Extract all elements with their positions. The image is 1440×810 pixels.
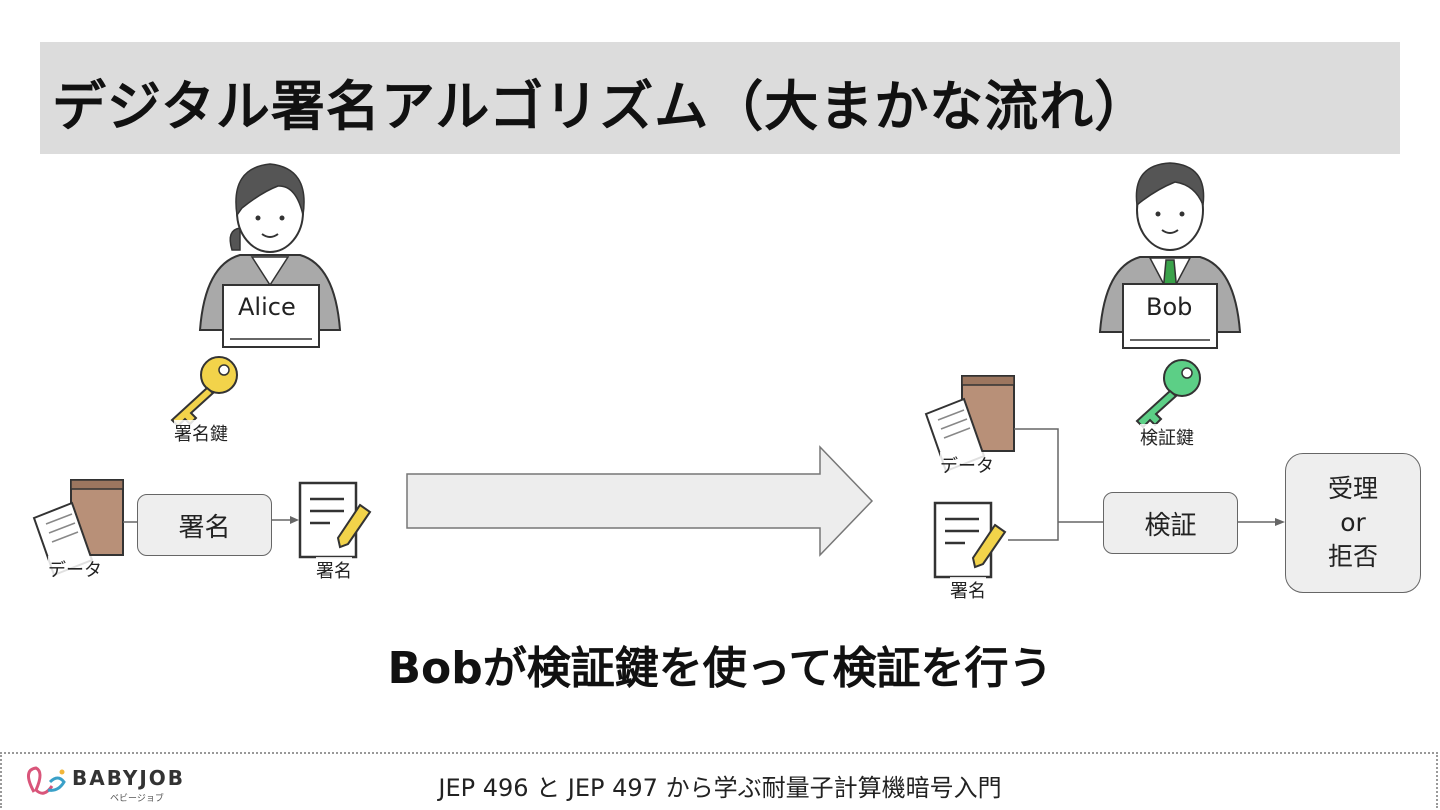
alice-name: Alice — [238, 293, 296, 321]
signature-label-left: 署名 — [316, 557, 352, 583]
result-accept: 受理 — [1327, 474, 1378, 503]
slide-caption: Bobが検証鍵を使って検証を行う — [387, 643, 1053, 694]
brand-subtitle: ベビージョブ — [110, 794, 164, 804]
verification-key-label: 検証鍵 — [1140, 424, 1194, 450]
signature-label-right: 署名 — [950, 577, 986, 603]
bob-name: Bob — [1146, 293, 1193, 321]
result-box: 受理 or 拒否 — [1285, 453, 1421, 593]
footer-title: JEP 496 と JEP 497 から学ぶ耐量子計算機暗号入門 — [438, 774, 1002, 802]
footer — [0, 752, 1438, 808]
signing-key-label: 署名鍵 — [174, 420, 228, 446]
slide-title: デジタル署名アルゴリズム（大まかな流れ） — [52, 75, 1150, 138]
verification-key-icon — [1135, 359, 1201, 429]
title-band — [40, 42, 1400, 154]
result-reject: 拒否 — [1327, 542, 1378, 571]
verify-process-label: 検証 — [1144, 510, 1197, 541]
result-or: or — [1340, 508, 1366, 537]
data-label-right: データ — [940, 452, 994, 478]
connector-inputs-to-verify — [1008, 428, 1103, 541]
signing-key-icon — [170, 356, 238, 428]
babyjob-logo-icon — [27, 766, 66, 795]
flow-arrow — [406, 445, 874, 557]
brand-name: BABYJOB — [72, 766, 186, 790]
signature-icon-left — [298, 481, 372, 559]
signature-icon-right — [933, 501, 1007, 579]
verify-process-box: 検証 — [1103, 492, 1238, 554]
sign-process-box: 署名 — [137, 494, 272, 556]
data-label-left: データ — [48, 556, 102, 582]
sign-process-label: 署名 — [178, 512, 231, 543]
